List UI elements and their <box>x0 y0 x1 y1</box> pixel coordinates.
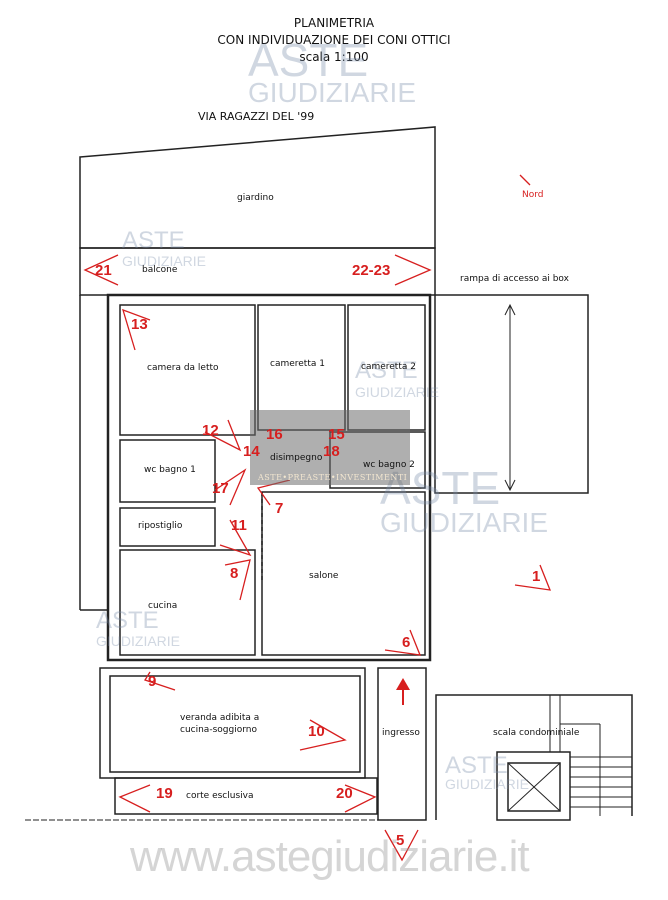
room-label-veranda-1: veranda adibita a <box>180 713 260 723</box>
watermark-giudiziarie: GIUDIZIARIE <box>445 776 530 792</box>
room-label-ingresso: ingresso <box>382 728 420 738</box>
viewpoint-marker: 19 <box>156 785 173 802</box>
room-label-camera: camera da letto <box>147 363 219 373</box>
ramp-outline <box>434 294 589 494</box>
room-label-cameretta2: cameretta 2 <box>361 362 416 372</box>
watermark-logo: ASTE•PREASTE•INVESTIMENTI <box>250 410 410 485</box>
room-label-veranda-2: cucina-soggiorno <box>180 725 257 735</box>
viewpoint-marker: 13 <box>131 316 148 333</box>
watermark-aste: ASTE <box>355 357 418 384</box>
room-cucina <box>119 549 256 656</box>
stair-outline <box>435 694 633 820</box>
plan-title: PLANIMETRIA <box>293 16 375 30</box>
logo-text: ASTE•PREASTE•INVESTIMENTI <box>258 473 408 482</box>
watermark-aste: ASTE <box>248 34 369 86</box>
plan-scale: scala 1:100 <box>299 50 369 64</box>
watermark-giudiziarie: GIUDIZIARIE <box>248 77 417 108</box>
viewpoint-marker: 16 <box>266 426 283 443</box>
viewpoint-marker: 17 <box>212 480 229 497</box>
watermark-aste: ASTE <box>445 752 508 779</box>
viewpoint-marker: 10 <box>308 723 325 740</box>
viewpoint-marker: 5 <box>396 832 405 849</box>
plan-subtitle: CON INDIVIDUAZIONE DEI CONI OTTICI <box>217 33 451 47</box>
room-ingresso <box>377 667 427 821</box>
view-cones <box>83 174 552 862</box>
room-label-giardino: giardino <box>237 193 274 203</box>
watermark-giudiziarie: GIUDIZIARIE <box>355 384 440 400</box>
viewpoint-marker: 1 <box>532 568 541 585</box>
watermark-giudiziarie: GIUDIZIARIE <box>96 633 181 649</box>
room-salone <box>261 491 426 656</box>
watermark-aste: ASTE <box>96 607 159 634</box>
watermark-giudiziarie: GIUDIZIARIE <box>122 253 207 269</box>
viewpoint-marker: 21 <box>95 262 112 279</box>
viewpoint-marker: 14 <box>243 443 260 460</box>
room-wc1 <box>119 439 216 503</box>
watermark-aste: ASTE <box>122 227 185 254</box>
room-label-balcone: balcone <box>142 265 178 275</box>
viewpoint-marker: 9 <box>148 673 157 690</box>
viewpoint-marker: 12 <box>202 422 219 439</box>
viewpoint-marker: 6 <box>402 634 411 651</box>
apartment-outline <box>106 293 432 662</box>
street-name: VIA RAGAZZI DEL '99 <box>198 110 315 123</box>
room-label-salone: salone <box>309 571 339 581</box>
viewpoint-marker: 8 <box>230 565 239 582</box>
room-label-scala: scala condominiale <box>493 728 580 738</box>
viewpoint-marker: 18 <box>323 443 340 460</box>
watermark-giudiziarie: GIUDIZIARIE <box>380 507 549 538</box>
viewpoint-marker: 20 <box>336 785 353 802</box>
room-camera <box>119 304 256 436</box>
room-corte <box>114 777 378 815</box>
room-label-wc1: wc bagno 1 <box>144 465 196 475</box>
viewpoint-marker: 15 <box>328 426 345 443</box>
room-veranda <box>99 667 366 779</box>
room-label-cucina: cucina <box>148 601 178 611</box>
viewpoint-marker: 11 <box>231 517 247 534</box>
room-label-rampa: rampa di accesso ai box <box>460 274 569 284</box>
viewpoint-marker: 22-23 <box>352 262 391 279</box>
north-label: Nord <box>522 190 544 200</box>
room-ripostiglio <box>119 507 216 547</box>
watermark-site: www.astegiudiziarie.it <box>130 832 530 881</box>
room-label-disimpegno: disimpegno <box>270 453 323 463</box>
room-label-ripostiglio: ripostiglio <box>138 521 183 531</box>
room-label-corte: corte esclusiva <box>186 791 254 801</box>
viewpoint-marker: 7 <box>275 500 284 517</box>
room-label-wc2: wc bagno 2 <box>363 460 415 470</box>
room-label-cameretta1: cameretta 1 <box>270 359 325 369</box>
